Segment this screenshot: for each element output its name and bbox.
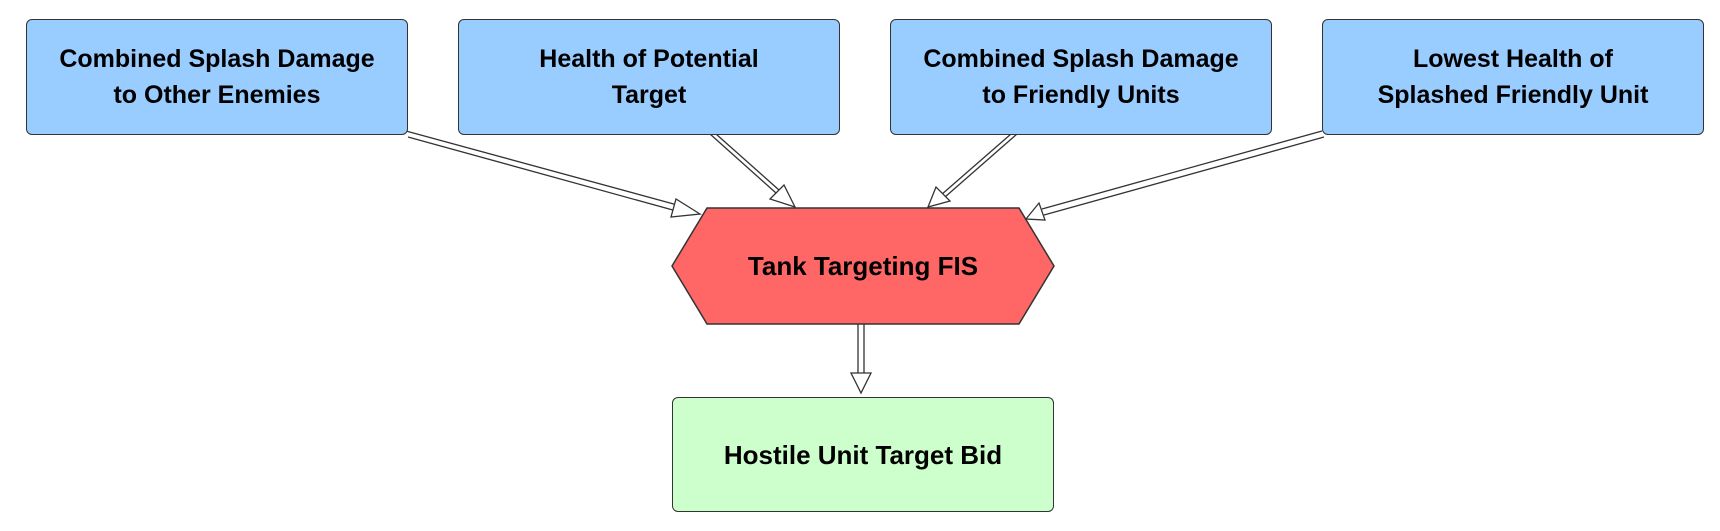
input-label-line1: Combined Splash Damage	[59, 45, 375, 73]
input-label-line1: Combined Splash Damage	[923, 45, 1239, 73]
input-box-splash-enemies: Combined Splash Damage to Other Enemies	[26, 19, 408, 135]
output-label: Hostile Unit Target Bid	[723, 439, 1003, 470]
arrow-fis-to-output	[849, 324, 873, 395]
fis-label: Tank Targeting FIS	[747, 250, 979, 281]
input-box-splash-friendly: Combined Splash Damage to Friendly Units	[890, 19, 1272, 135]
arrow-input-0-to-fis	[405, 130, 702, 218]
arrow-input-1-to-fis	[709, 133, 797, 209]
fis-hexagon	[671, 207, 1055, 325]
input-box-target-health: Health of Potential Target	[458, 19, 840, 135]
input-label-line2: Target	[611, 81, 687, 109]
input-label-line1: Lowest Health of	[1412, 45, 1613, 73]
output-box: Hostile Unit Target Bid	[672, 397, 1054, 512]
arrow-input-2-to-fis	[926, 133, 1018, 208]
input-label-line1: Health of Potential	[539, 45, 759, 73]
input-label-line2: to Other Enemies	[113, 81, 321, 109]
input-label-line2: to Friendly Units	[982, 81, 1180, 109]
arrow-input-3-to-fis	[1024, 130, 1325, 221]
input-label-line2: Splashed Friendly Unit	[1377, 81, 1649, 109]
input-box-lowest-friendly-health: Lowest Health of Splashed Friendly Unit	[1322, 19, 1704, 135]
